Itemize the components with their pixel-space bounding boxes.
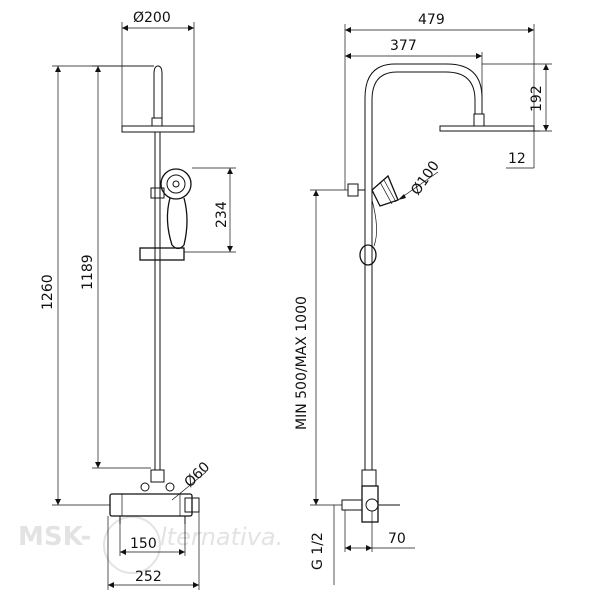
front-hand-shower-handle [166,197,188,250]
dim-connector-spacing: 150 [130,536,157,552]
front-head-connector [151,117,163,127]
side-arm-outer [364,63,483,188]
side-shower-head [439,125,535,132]
dim-hand-shower-diameter: Ø100 [408,158,443,198]
front-dimensions: Ø200 1260 1189 234 Ø60 150 252 [40,10,236,590]
watermark-logo-icon [103,516,161,574]
dim-arm-drop: 192 [529,85,545,112]
dim-total-reach: 479 [418,12,445,28]
side-diverter [361,469,377,487]
side-arm-inner [371,71,476,188]
dim-total-height: 1260 [40,274,56,310]
front-hand-shower-head [160,168,192,200]
dim-height-range: MIN 500/MAX 1000 [294,296,310,430]
front-view [109,65,200,524]
side-wall-bracket [347,183,359,197]
front-slide-holder [139,247,185,261]
dim-mixer-width: 252 [135,569,162,585]
side-slide-holder [359,244,377,266]
watermark-brand: MSK- [18,522,91,552]
dim-arm-reach: 377 [390,38,417,54]
dim-head-thickness: 12 [508,151,526,167]
watermark: MSK- lternativa. [18,516,283,574]
side-view [341,63,535,523]
front-diverter [150,469,165,483]
dim-wall-offset: 70 [388,531,406,547]
dim-column-height: 1189 [80,254,96,290]
front-shower-arm [153,65,163,118]
dim-hand-shower-range: 234 [214,201,230,228]
watermark-tail: lternativa. [160,523,283,551]
front-shower-head [121,125,195,133]
dim-thread-size: G 1/2 [310,532,326,570]
front-thermostat-knob [184,497,200,513]
side-dimensions: 479 377 192 12 Ø100 MIN 500/MAX 1000 G 1… [294,12,552,585]
side-thermostat-body [361,485,379,523]
side-hose [371,199,377,247]
dim-head-diameter: Ø200 [133,10,171,26]
side-wall-connector [341,499,363,511]
dim-knob-diameter: Ø60 [182,459,214,491]
